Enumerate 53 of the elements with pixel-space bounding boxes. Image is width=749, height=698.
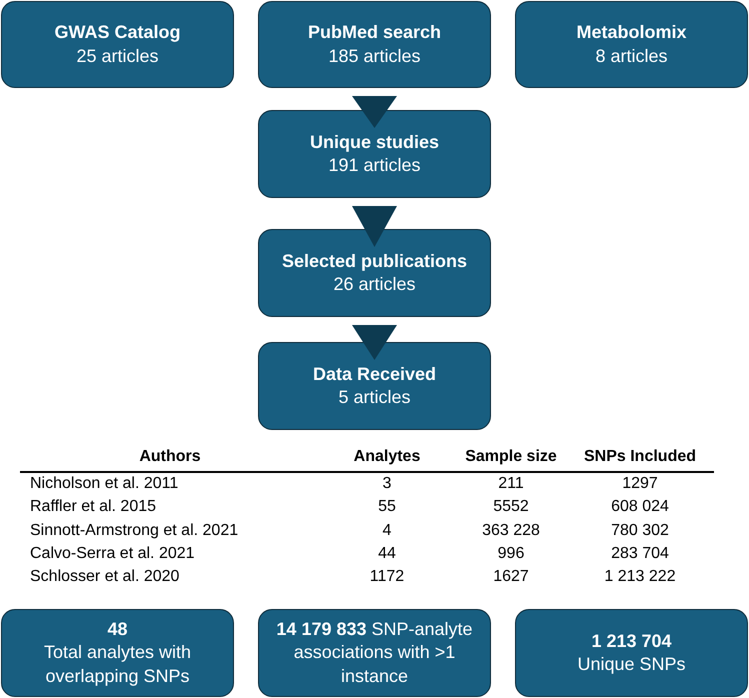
arrow	[352, 325, 397, 360]
snp-count: 608 024	[611, 497, 669, 518]
author-citation: Sinnott-Armstrong et al. 2021	[30, 520, 238, 541]
snp-count: 780 302	[611, 520, 669, 541]
box-heading: Unique studies	[310, 130, 439, 154]
analyte-count: 3	[382, 474, 392, 494]
author-citation: Schlosser et al. 2020	[30, 567, 180, 588]
author-citation: Raffler et al. 2015	[30, 497, 156, 518]
box-heading: Metabolomix	[576, 21, 686, 44]
process-box	[515, 609, 748, 697]
process-box	[258, 229, 491, 317]
box-text: 26 articles	[333, 273, 416, 296]
sample-size: 5552	[493, 497, 529, 518]
process-box	[258, 110, 491, 198]
box-text: 14 179 833 SNP-analyte associations with >1 instance	[275, 618, 474, 688]
author-citation: Nicholson et al. 2011	[30, 474, 178, 494]
box-text: 8 articles	[595, 44, 668, 68]
process-box	[258, 609, 491, 697]
analyte-count: 44	[378, 544, 396, 564]
box-text: Unique SNPs	[577, 653, 686, 676]
sample-size: 1627	[493, 567, 529, 588]
column-header: Analytes	[354, 447, 420, 467]
arrow	[352, 206, 397, 247]
analyte-count: 4	[382, 520, 392, 541]
snp-count: 283 704	[611, 544, 669, 564]
column-header: SNPs Included	[584, 447, 696, 467]
snp-count: 1 213 222	[604, 567, 676, 588]
analyte-count: 1172	[370, 567, 404, 588]
box-heading: GWAS Catalog	[54, 21, 180, 44]
column-header: Sample size	[465, 447, 557, 467]
box-text: 5 articles	[338, 386, 411, 409]
box-text: 191 articles	[328, 154, 421, 177]
box-text: 25 articles	[76, 44, 159, 68]
box-heading: Data Received	[312, 362, 436, 386]
column-header: Authors	[139, 447, 201, 467]
arrow	[352, 96, 397, 128]
process-box	[258, 1, 491, 88]
analyte-count: 55	[378, 497, 396, 518]
box-text: Total analytes with overlapping SNPs	[42, 641, 192, 688]
process-box	[258, 342, 491, 430]
sample-size: 363 228	[482, 520, 540, 541]
box-text: 185 articles	[328, 44, 421, 68]
sample-size: 996	[498, 544, 524, 564]
sample-size: 211	[498, 474, 524, 494]
box-heading: 1 213 704	[591, 630, 672, 652]
snp-count: 1297	[622, 474, 658, 494]
process-box	[1, 1, 234, 88]
box-heading: Selected publications	[282, 250, 468, 273]
author-citation: Calvo-Serra et al. 2021	[30, 544, 195, 564]
process-box	[1, 609, 234, 697]
box-heading: 48	[107, 618, 128, 641]
box-heading: PubMed search	[308, 21, 442, 44]
process-box	[515, 1, 748, 88]
